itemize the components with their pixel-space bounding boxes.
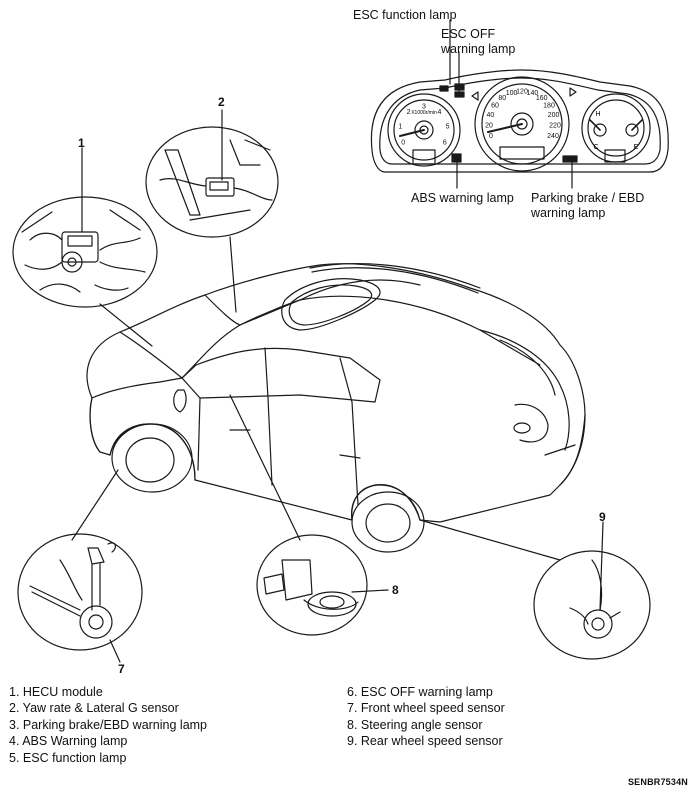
legend-item: 5. ESC function lamp: [9, 750, 127, 765]
detail-yaw-sensor: [145, 126, 279, 238]
callout-number-2: 2: [218, 95, 225, 109]
legend-item: 7. Front wheel speed sensor: [347, 701, 505, 716]
esc-off-lamp-callout-line1: ESC OFF: [441, 27, 496, 41]
detail-front-wheel-sensor: [17, 533, 143, 651]
speed-tick-label: 120: [516, 89, 528, 96]
speed-tick-label: 20: [485, 123, 493, 130]
speed-tick-label: 60: [491, 103, 499, 110]
legend-item: 8. Steering angle sensor: [347, 717, 483, 732]
detail-hecu: [12, 196, 158, 308]
speed-tick-label: 180: [543, 103, 555, 110]
legend-left: 1. HECU module 2. Yaw rate & Lateral G s…: [9, 684, 207, 766]
callout-number-7: 7: [118, 662, 125, 676]
tach-tick-label: 6: [443, 140, 447, 147]
abs-lamp-callout: ABS warning lamp: [411, 191, 514, 205]
esc-function-lamp-callout: ESC function lamp: [353, 8, 457, 22]
speed-tick-label: 240: [547, 133, 559, 140]
tach-tick-label: 3: [422, 104, 426, 111]
fuel-e-label: E: [634, 144, 639, 151]
temp-c-label: C: [593, 144, 598, 151]
speed-tick-label: 140: [527, 90, 539, 97]
front-wheel: [111, 423, 193, 493]
speed-tick-label: 160: [536, 95, 548, 102]
speed-tick-label: 40: [487, 112, 495, 119]
legend-item: 3. Parking brake/EBD warning lamp: [9, 717, 208, 732]
parking-lamp-callout-line1: Parking brake / EBD: [531, 191, 645, 205]
tachometer-gauge: [387, 93, 461, 167]
tach-tick-label: 0: [401, 140, 405, 147]
temp-h-label: H: [595, 111, 600, 118]
callout-number-8: 8: [392, 583, 399, 597]
callout-number-1: 1: [78, 136, 85, 150]
legend-item: 9. Rear wheel speed sensor: [347, 734, 503, 749]
speed-tick-label: 80: [498, 95, 506, 102]
figure-code: SENBR7534N: [627, 777, 688, 787]
speedometer-gauge: [474, 76, 570, 172]
legend-item: 4. ABS Warning lamp: [9, 734, 128, 749]
tach-unit-label: X1000r/min: [411, 110, 437, 116]
legend-item: 6. ESC OFF warning lamp: [347, 685, 493, 699]
legend-right: 6. ESC OFF warning lamp 7. Front wheel s…: [347, 684, 505, 750]
tach-tick-label: 4: [437, 109, 441, 116]
esc-off-lamp-callout-line2: warning lamp: [441, 42, 516, 56]
speed-tick-label: 0: [489, 133, 493, 140]
speed-tick-label: 220: [549, 123, 561, 130]
sunroof: [281, 278, 381, 331]
tach-tick-label: 2: [407, 109, 411, 116]
legend-item: 2. Yaw rate & Lateral G sensor: [9, 701, 179, 716]
speed-tick-label: 200: [548, 112, 560, 119]
callout-number-9: 9: [599, 510, 606, 524]
speed-tick-label: 100: [506, 90, 518, 97]
legend-item: 1. HECU module: [9, 685, 103, 699]
parking-lamp-callout-line2: warning lamp: [531, 206, 606, 220]
detail-steering-sensor: [256, 534, 368, 636]
rear-wheel: [351, 491, 425, 553]
tach-tick-label: 1: [398, 123, 402, 130]
vehicle-body: [86, 262, 586, 553]
tach-tick-label: 5: [446, 123, 450, 130]
